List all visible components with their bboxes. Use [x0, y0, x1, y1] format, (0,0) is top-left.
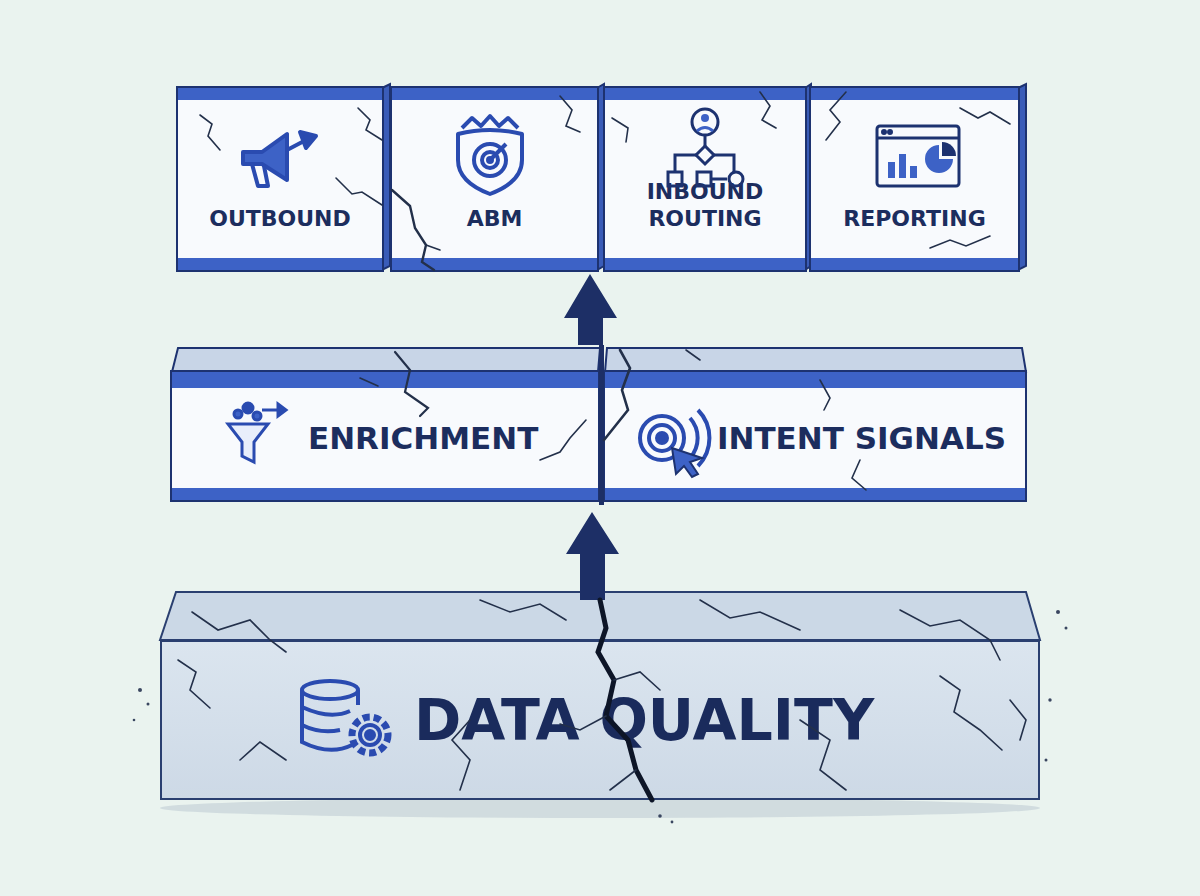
shield-icon	[458, 116, 522, 194]
block-label: INTENT SIGNALS	[717, 420, 1006, 456]
layer-block: ABM	[392, 88, 597, 270]
dashboard-icon	[877, 126, 959, 186]
shadow	[160, 798, 1040, 818]
block-label: DATA QUALITY	[414, 687, 874, 753]
middle-block-tops	[172, 348, 1026, 372]
funnel-icon	[228, 403, 286, 462]
target-icon	[640, 410, 709, 477]
top-block-sides	[382, 84, 1026, 270]
block-label: ENRICHMENT	[308, 420, 538, 456]
foundation-block: DATA QUALITY	[160, 640, 1040, 800]
layer-block: REPORTING	[811, 88, 1018, 270]
arrows	[564, 274, 619, 600]
layer-block: INTENT SIGNALS	[605, 372, 1025, 500]
flowchart-icon	[668, 109, 743, 186]
database-gear-icon	[302, 681, 388, 753]
cracks	[178, 92, 1026, 800]
debris	[133, 610, 1068, 823]
layer-block: OUTBOUND	[178, 88, 382, 270]
block-label: ABM	[467, 205, 523, 232]
block-label: REPORTING	[843, 205, 985, 232]
layer-block: INBOUND ROUTING	[605, 88, 805, 270]
bottom-block-top	[160, 592, 1040, 640]
block-label: INBOUND ROUTING	[625, 178, 785, 232]
layer-block: ENRICHMENT	[172, 372, 598, 500]
block-label: OUTBOUND	[209, 205, 351, 232]
megaphone-icon	[243, 132, 316, 186]
